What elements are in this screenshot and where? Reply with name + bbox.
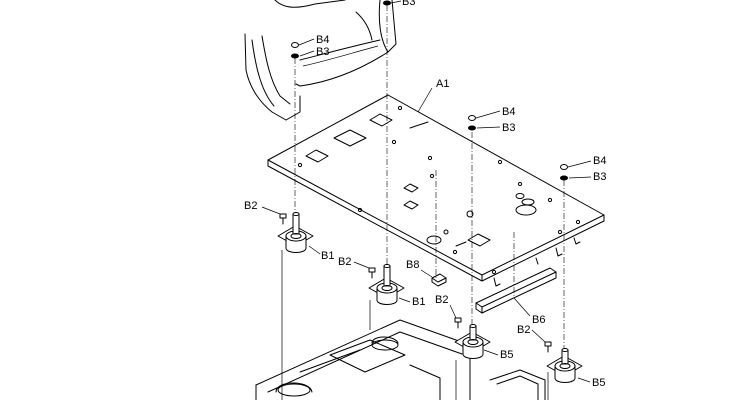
label-b4-mid: B4: [502, 106, 515, 118]
label-b3-right: B3: [593, 171, 606, 183]
label-b3-top: B3: [402, 0, 415, 8]
label-b4-left: B4: [316, 34, 329, 46]
base-frame: [255, 319, 546, 400]
assembly-center-lines: [281, 5, 565, 400]
label-b5-right: B5: [592, 377, 605, 389]
mount-b1-left: [277, 212, 314, 253]
seat-assembly: [244, 0, 397, 121]
label-b2-left: B2: [244, 200, 257, 212]
label-b2-right: B2: [517, 324, 530, 336]
label-b3-left: B3: [316, 46, 329, 58]
screws-b2: [279, 213, 552, 353]
mount-b1-center: [368, 264, 405, 305]
label-b2-center: B2: [338, 256, 351, 268]
label-b3-mid: B3: [502, 122, 515, 134]
mount-b5-right: [546, 348, 583, 383]
label-b1-left: B1: [321, 250, 334, 262]
washers-and-nuts: [291, 0, 568, 181]
mount-b5-middle: [454, 324, 491, 359]
part-labels: B3 B4 B3 A1 B4 B3 B4 B3 B2 B1 B2 B8 B1 B…: [244, 0, 606, 389]
leader-lines: [261, 0, 592, 383]
label-b8: B8: [406, 259, 419, 271]
label-b4-right: B4: [593, 155, 606, 167]
label-b5-mid: B5: [500, 349, 513, 361]
base-plate-a1: [267, 94, 605, 287]
label-b6: B6: [532, 314, 545, 326]
label-b1-center: B1: [412, 296, 425, 308]
label-b2-mid: B2: [435, 294, 448, 306]
bar-b8: [431, 273, 447, 287]
label-a1: A1: [436, 78, 449, 90]
bar-b6: [475, 267, 557, 314]
